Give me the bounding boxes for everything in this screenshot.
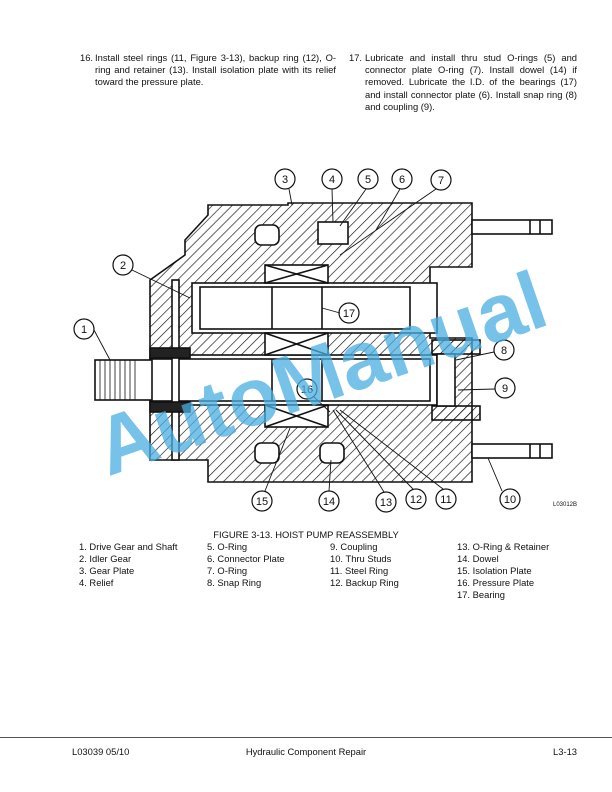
- figure-caption: FIGURE 3-13. HOIST PUMP REASSEMBLY: [213, 529, 399, 540]
- svg-text:13: 13: [380, 497, 392, 509]
- callout-9: 9: [494, 377, 516, 399]
- legend-item: 2. Idler Gear: [79, 553, 132, 564]
- callout-2: 2: [112, 254, 134, 276]
- callout-16: 16: [296, 378, 318, 400]
- legend-item: 14. Dowel: [457, 553, 499, 564]
- footer-page-number: L3-13: [553, 746, 577, 757]
- callout-8: 8: [493, 339, 515, 361]
- callout-13: 13: [375, 491, 397, 513]
- svg-text:16: 16: [301, 384, 313, 396]
- callout-1: 1: [73, 318, 95, 340]
- callout-17: 17: [338, 302, 360, 324]
- svg-text:15: 15: [256, 496, 268, 508]
- svg-text:12: 12: [410, 494, 422, 506]
- callout-10: 10: [499, 488, 521, 510]
- legend-item: 16. Pressure Plate: [457, 577, 535, 588]
- legend-column: 5. O-Ring 6. Connector Plate 7. O-Ring 8…: [207, 541, 285, 589]
- callout-4: 4: [321, 168, 343, 190]
- legend-item: 6. Connector Plate: [207, 553, 285, 564]
- callout-15: 15: [251, 490, 273, 512]
- legend-column: 9. Coupling 10. Thru Studs 11. Steel Rin…: [330, 541, 399, 589]
- svg-text:17: 17: [343, 308, 355, 320]
- footer-divider: [0, 737, 612, 738]
- legend-item: 4. Relief: [79, 577, 114, 588]
- step-text: Install steel rings (11, Figure 3-13), b…: [95, 52, 336, 88]
- legend-column: 13. O-Ring & Retainer 14. Dowel 15. Isol…: [457, 541, 549, 601]
- legend-item: 7. O-Ring: [207, 565, 248, 576]
- svg-text:7: 7: [438, 175, 444, 187]
- svg-text:5: 5: [365, 174, 371, 186]
- figure-code: L03012B: [553, 502, 577, 508]
- step-16: 16. Install steel rings (11, Figure 3-13…: [80, 52, 336, 89]
- legend-item: 1. Drive Gear and Shaft: [79, 541, 178, 552]
- svg-text:8: 8: [501, 345, 507, 357]
- footer-section-title: Hydraulic Component Repair: [245, 746, 367, 757]
- step-text: Lubricate and install thru stud O-rings …: [365, 52, 577, 112]
- callout-12: 12: [405, 488, 427, 510]
- step-number: 16.: [80, 52, 94, 63]
- step-17: 17. Lubricate and install thru stud O-ri…: [349, 52, 577, 113]
- legend-item: 10. Thru Studs: [330, 553, 392, 564]
- legend-item: 17. Bearing: [457, 589, 505, 600]
- svg-text:2: 2: [120, 260, 126, 272]
- legend-item: 15. Isolation Plate: [457, 565, 532, 576]
- svg-text:10: 10: [504, 494, 516, 506]
- callout-11: 11: [435, 488, 457, 510]
- hoist-pump-diagram: 1 2 3 4 5 6 7 8 9 10 11 12 13 14 15 16 1…: [73, 168, 577, 513]
- svg-text:14: 14: [323, 496, 335, 508]
- svg-text:6: 6: [399, 174, 405, 186]
- callout-6: 6: [391, 168, 413, 190]
- svg-text:3: 3: [282, 174, 288, 186]
- callout-7: 7: [430, 169, 452, 191]
- callout-14: 14: [318, 490, 340, 512]
- callout-5: 5: [357, 168, 379, 190]
- legend-item: 5. O-Ring: [207, 541, 248, 552]
- svg-text:11: 11: [440, 494, 451, 506]
- legend-item: 3. Gear Plate: [79, 565, 135, 576]
- svg-text:9: 9: [502, 383, 508, 395]
- footer-doc-id: L03039 05/10: [72, 746, 130, 757]
- callout-3: 3: [274, 168, 296, 190]
- legend-item: 8. Snap Ring: [207, 577, 262, 588]
- legend-item: 13. O-Ring & Retainer: [457, 541, 550, 552]
- legend-item: 11. Steel Ring: [330, 565, 389, 576]
- legend-column: 1. Drive Gear and Shaft 2. Idler Gear 3.…: [79, 541, 178, 589]
- svg-text:4: 4: [329, 174, 335, 186]
- legend-item: 12. Backup Ring: [330, 577, 399, 588]
- legend-item: 9. Coupling: [330, 541, 378, 552]
- svg-text:1: 1: [81, 324, 87, 336]
- step-number: 17.: [349, 52, 363, 63]
